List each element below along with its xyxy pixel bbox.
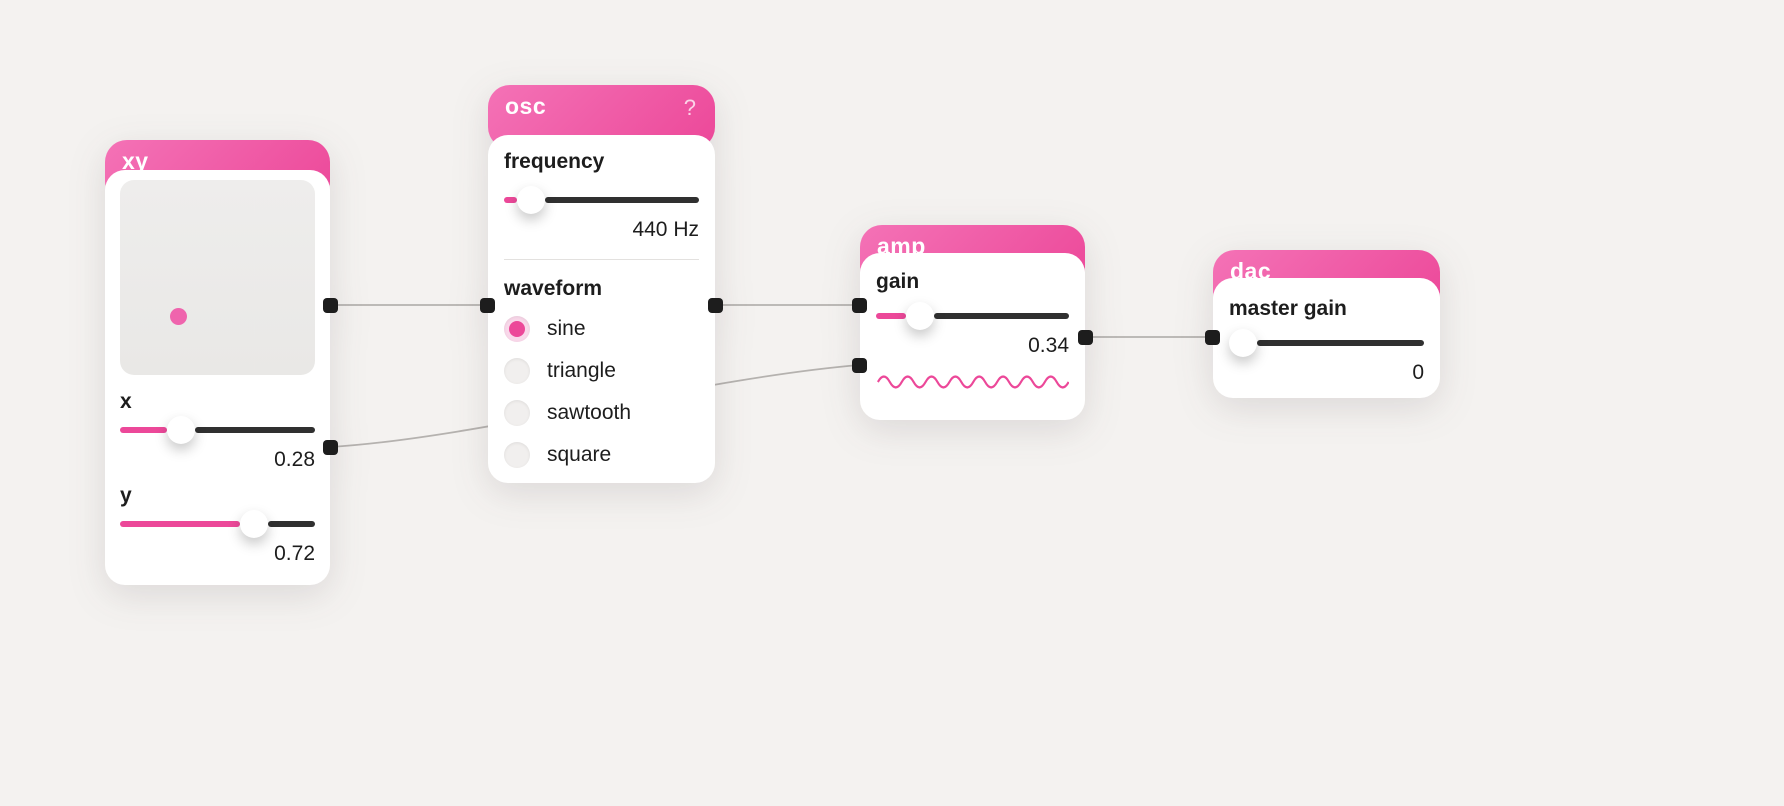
master-gain-slider-track xyxy=(1257,340,1424,346)
radio-icon[interactable] xyxy=(504,400,530,426)
waveform-option-label: square xyxy=(547,443,612,466)
master-gain-param-value: 0 xyxy=(1412,361,1424,384)
waveform-option-square[interactable]: square xyxy=(504,442,699,468)
y-slider-fill xyxy=(120,521,241,527)
node-amp: amp gain 0.34 xyxy=(852,225,1093,420)
waveform-option-triangle[interactable]: triangle xyxy=(504,358,699,384)
frequency-slider-track xyxy=(545,197,699,203)
frequency-param-label: frequency xyxy=(504,150,605,173)
waveform-options: sine triangle sawtooth square xyxy=(504,316,699,468)
gain-slider[interactable] xyxy=(876,301,1069,331)
osc-output-port[interactable] xyxy=(708,298,723,313)
radio-selected-icon[interactable] xyxy=(504,316,530,342)
master-gain-slider-thumb[interactable] xyxy=(1229,329,1257,357)
node-osc-title: osc xyxy=(505,93,547,119)
x-slider[interactable] xyxy=(120,415,315,445)
x-slider-fill xyxy=(120,427,167,433)
osc-input-port[interactable] xyxy=(480,298,495,313)
amp-input-port-gain[interactable] xyxy=(852,358,867,373)
xy-pad-dot[interactable] xyxy=(169,308,187,326)
gain-slider-thumb[interactable] xyxy=(905,302,934,330)
xy-output-port-y[interactable] xyxy=(323,440,338,455)
waveform-option-label: sawtooth xyxy=(547,401,632,424)
gain-param-label: gain xyxy=(876,270,920,293)
master-gain-slider[interactable] xyxy=(1229,328,1424,358)
xy-output-port-x[interactable] xyxy=(323,298,338,313)
node-dac: dac master gain 0 xyxy=(1205,250,1440,398)
x-param-value: 0.28 xyxy=(274,448,315,471)
frequency-slider-fill xyxy=(504,197,518,203)
section-divider xyxy=(504,259,699,260)
radio-icon[interactable] xyxy=(504,358,530,384)
help-icon[interactable]: ? xyxy=(683,95,696,120)
x-slider-track xyxy=(194,427,315,433)
node-amp-body: gain 0.34 xyxy=(860,253,1085,420)
x-param-label: x xyxy=(120,390,132,413)
y-slider[interactable] xyxy=(120,509,315,539)
waveform-option-label: sine xyxy=(547,317,586,340)
sine-wave-icon xyxy=(877,375,1069,389)
xy-pad[interactable] xyxy=(120,180,315,375)
node-osc: osc ? frequency 440 Hz waveform sine tri… xyxy=(480,85,723,483)
waveform-option-label: triangle xyxy=(547,359,616,382)
y-param-label: y xyxy=(120,484,132,507)
node-osc-body: frequency 440 Hz waveform sine triangle xyxy=(488,135,715,483)
master-gain-param-label: master gain xyxy=(1229,297,1347,320)
amp-output-port[interactable] xyxy=(1078,330,1093,345)
waveform-option-sine[interactable]: sine xyxy=(504,316,699,342)
y-slider-thumb[interactable] xyxy=(240,510,269,538)
gain-slider-track xyxy=(933,313,1069,319)
gain-param-value: 0.34 xyxy=(1028,334,1069,357)
frequency-param-value: 440 Hz xyxy=(632,218,699,241)
gain-slider-fill xyxy=(876,313,906,319)
node-xy: xy x 0.28 y 0.72 xyxy=(105,140,338,585)
node-dac-body: master gain 0 xyxy=(1213,278,1440,398)
frequency-slider[interactable] xyxy=(504,185,699,215)
x-slider-thumb[interactable] xyxy=(166,416,195,444)
node-xy-title: xy xyxy=(122,148,149,174)
y-param-value: 0.72 xyxy=(274,542,315,565)
node-xy-body: x 0.28 y 0.72 xyxy=(105,170,330,585)
waveform-option-sawtooth[interactable]: sawtooth xyxy=(504,400,699,426)
frequency-slider-thumb[interactable] xyxy=(517,186,546,214)
y-slider-track xyxy=(268,521,315,527)
amp-input-port-signal[interactable] xyxy=(852,298,867,313)
waveform-param-label: waveform xyxy=(504,277,603,300)
radio-icon[interactable] xyxy=(504,442,530,468)
dac-input-port[interactable] xyxy=(1205,330,1220,345)
